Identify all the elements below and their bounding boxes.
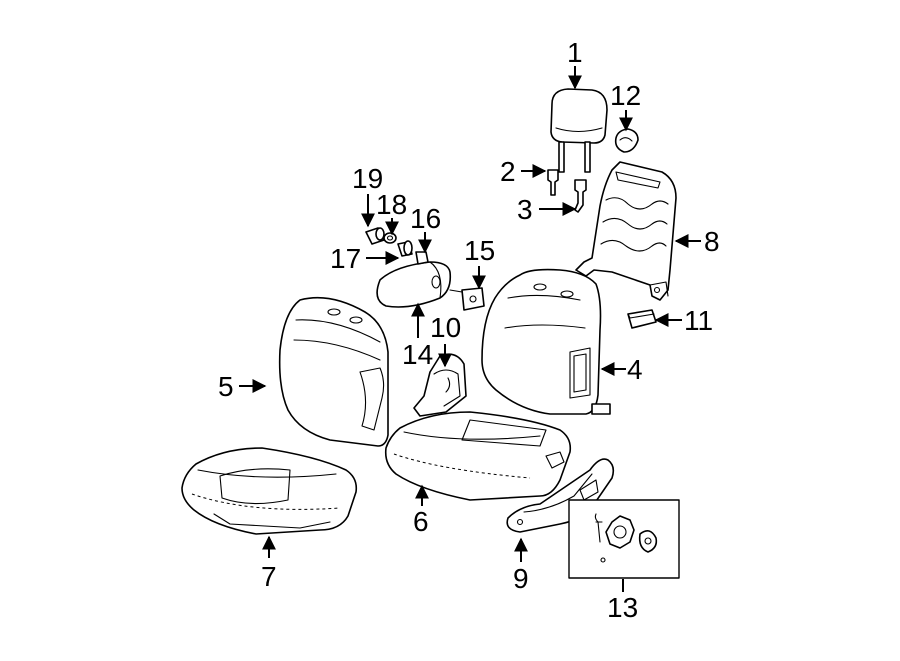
callout-2: 2 (500, 156, 516, 187)
callout-numbers: 1 2 3 4 5 6 7 8 9 10 11 12 13 14 15 16 1… (218, 37, 720, 623)
knob-11 (627, 309, 657, 329)
callout-7: 7 (261, 561, 277, 592)
callout-12: 12 (610, 80, 641, 111)
callout-17: 17 (330, 243, 361, 274)
callout-10: 10 (430, 312, 461, 343)
callout-11: 11 (684, 305, 713, 336)
callout-8: 8 (704, 226, 720, 257)
hardware-kit (568, 499, 680, 579)
callout-16: 16 (410, 203, 441, 234)
armrest-bushing-17 (397, 240, 413, 257)
callout-leaders (239, 66, 701, 592)
callout-4: 4 (627, 354, 643, 385)
callout-14: 14 (402, 339, 433, 370)
headrest (550, 88, 608, 173)
callout-9: 9 (513, 563, 529, 594)
callout-3: 3 (517, 194, 533, 225)
callout-18: 18 (376, 189, 407, 220)
clip-12 (614, 128, 639, 153)
armrest (376, 261, 452, 308)
seat-back-cover-left (278, 296, 389, 447)
callout-1: 1 (567, 37, 583, 68)
callout-5: 5 (218, 371, 234, 402)
seat-cushion-right (384, 411, 572, 501)
headrest-guide-3 (574, 179, 587, 213)
callout-13: 13 (607, 592, 638, 623)
armrest-bolt-19 (365, 227, 385, 245)
seat-back-frame (575, 161, 677, 301)
callout-6: 6 (413, 506, 429, 537)
armrest-nut-16 (415, 251, 429, 265)
armrest-washer-18 (383, 232, 397, 244)
headrest-guide-2 (547, 169, 559, 196)
seat-back-cover-right (481, 268, 611, 415)
callout-15: 15 (464, 235, 495, 266)
seat-side-cover (506, 458, 615, 533)
armrest-bracket (449, 287, 485, 311)
callout-19: 19 (352, 163, 383, 194)
seat-cushion-left (181, 447, 358, 535)
